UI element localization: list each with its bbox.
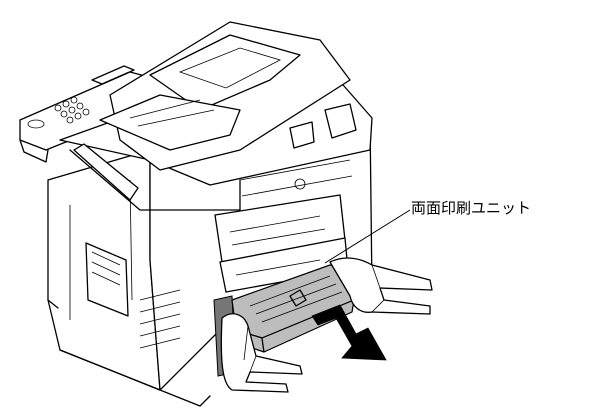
callout-leader-line <box>324 209 411 264</box>
printer-body <box>47 117 373 407</box>
rear-cover <box>213 194 349 377</box>
scanner-unit <box>59 21 373 211</box>
duplex-unit-label: 両面印刷ユニット <box>411 199 532 217</box>
keypad-buttons <box>27 96 90 129</box>
left-hand <box>220 313 303 393</box>
right-hand <box>329 257 433 315</box>
pull-out-arrow <box>311 304 387 361</box>
panel-display <box>91 65 135 85</box>
